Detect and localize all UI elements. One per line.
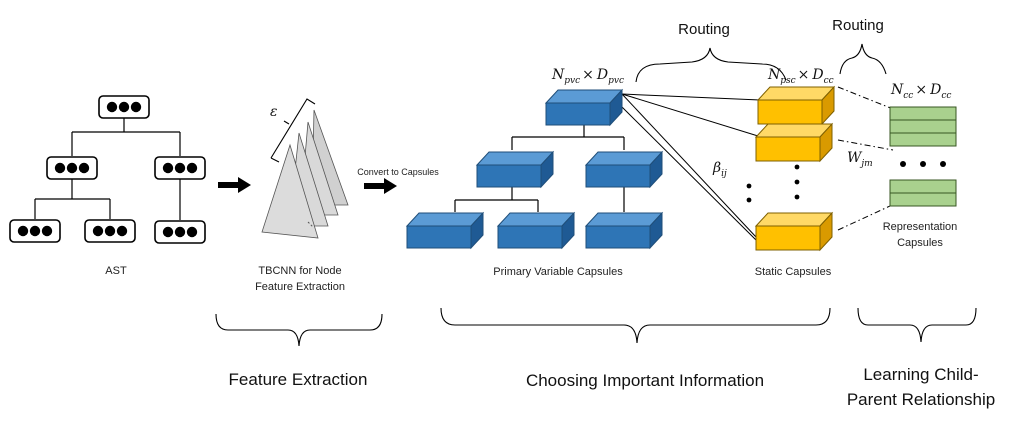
stage-choosing-label: Choosing Important Information: [526, 371, 764, 390]
primary-capsules: Primary Variable Capsules Npvc×Dpvc: [405, 67, 664, 278]
stage-learning-relationship: Learning Child- Parent Relationship: [847, 307, 995, 409]
static-capsule-2: [754, 122, 834, 163]
primary-capsule-leaf-1: [405, 211, 485, 250]
ast-node-mid-left: [46, 156, 98, 180]
epsilon-symbol: ε: [270, 104, 278, 120]
representation-label-line1: Representation: [883, 221, 958, 233]
tbcnn-label-line2: Feature Extraction: [255, 281, 345, 293]
ast-node-leaf-2: [84, 219, 136, 243]
static-ellipsis-dots: [794, 164, 800, 200]
capsule-connections: [454, 86, 894, 241]
tbcnn-filters: ε TBCNN for Node Feature Extraction: [255, 98, 349, 293]
representation-capsules: Representation Capsules Ncc×Dcc: [883, 82, 958, 249]
stage-feature-label: Feature Extraction: [229, 370, 368, 389]
static-capsule-n: [754, 211, 834, 252]
stage-feature-extraction: Feature Extraction: [215, 313, 383, 389]
static-capsules-label: Static Capsules: [755, 266, 832, 278]
ast-node-root: [98, 95, 150, 119]
convert-label: Convert to Capsules: [357, 167, 439, 177]
primary-capsule-leaf-3: [584, 211, 664, 250]
ast-node-mid-right: [154, 156, 206, 180]
ast-node-leaf-3: [154, 220, 206, 244]
primary-capsule-mid-right: [584, 150, 664, 189]
routing-label-1: Routing: [678, 21, 730, 38]
tbcnn-label-line1: TBCNN for Node: [258, 265, 341, 277]
arrow-convert: [364, 178, 397, 194]
static-capsule-1: [756, 85, 836, 126]
representation-dimension-label: Ncc×Dcc: [890, 82, 951, 101]
representation-capsule-1: [889, 106, 957, 147]
routing-brace-1: Routing: [635, 21, 787, 83]
arrow-ast-to-tbcnn: [218, 177, 251, 193]
primary-capsules-label: Primary Variable Capsules: [493, 266, 623, 278]
routing-label-2: Routing: [832, 17, 884, 34]
stage-choosing-information: Choosing Important Information: [440, 307, 831, 390]
primary-capsule-top: [544, 88, 624, 127]
primary-capsule-leaf-2: [496, 211, 576, 250]
representation-ellipsis-dots: [900, 161, 946, 167]
ast-node-leaf-1: [9, 219, 61, 243]
beta-ellipsis-dots: [746, 183, 752, 203]
primary-dimension-label: Npvc×Dpvc: [551, 67, 624, 86]
static-capsules: Static Capsules Npsc×Dcc: [746, 67, 836, 278]
primary-capsule-mid-left: [475, 150, 555, 189]
stage-learning-label-line2: Parent Relationship: [847, 390, 995, 409]
stage-learning-label-line1: Learning Child-: [863, 365, 978, 384]
w-jm-symbol: Wjm: [847, 150, 873, 169]
representation-label-line2: Capsules: [897, 237, 943, 249]
static-dimension-label: Npsc×Dcc: [767, 67, 834, 86]
beta-ij-symbol: βij: [712, 160, 727, 179]
routing-brace-2: Routing: [832, 17, 887, 75]
ast-label: AST: [105, 265, 127, 277]
representation-capsule-n: [889, 179, 957, 207]
ast-tree: AST: [9, 95, 206, 277]
